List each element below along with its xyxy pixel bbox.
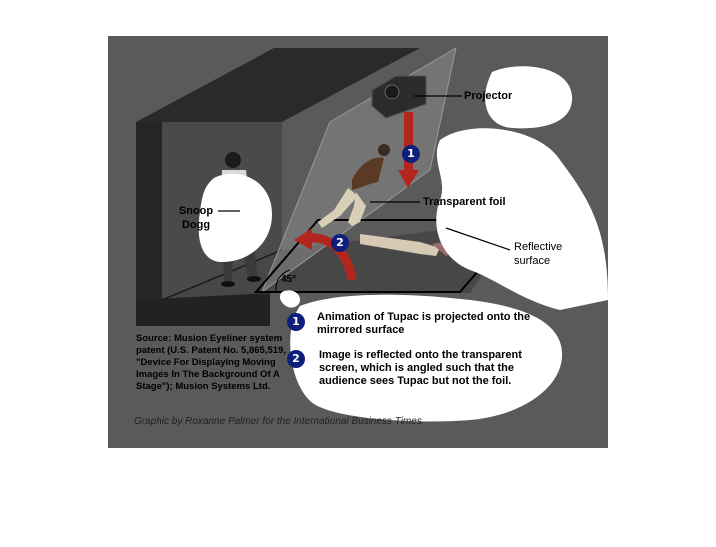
diagram-badge-1: 1: [402, 145, 420, 163]
overlay-blobs: [198, 66, 608, 422]
floor-edge: [161, 249, 283, 301]
diagram-badge-2: 2: [331, 234, 349, 252]
stage-roof: [136, 48, 420, 122]
label-transparent-foil: Transparent foil: [423, 196, 506, 208]
step-badge-1: 1: [287, 313, 305, 331]
label-projector: Projector: [464, 90, 513, 102]
label-reflective-surface: Reflective surface: [514, 241, 563, 267]
source-note: Source: Musion Eyeliner system patent (U…: [136, 333, 286, 392]
step-2-text: Image is reflected onto the transparent …: [319, 349, 522, 387]
projection-arrow: [398, 112, 419, 188]
tupac-figure: [318, 144, 390, 228]
angle-arc: [275, 269, 291, 293]
stage-left-wall: [136, 122, 162, 300]
graphic-credit: Graphic by Roxanne Palmer for the Intern…: [134, 416, 422, 427]
step-badge-2: 2: [287, 350, 305, 368]
stage-front-lip: [136, 293, 270, 326]
label-angle: 45°: [281, 274, 297, 285]
step-1-text: Animation of Tupac is projected onto the…: [317, 311, 531, 336]
projector: [371, 75, 427, 119]
reflective-leader: [445, 227, 511, 251]
label-snoop-dogg: Snoop Dogg: [178, 205, 214, 231]
